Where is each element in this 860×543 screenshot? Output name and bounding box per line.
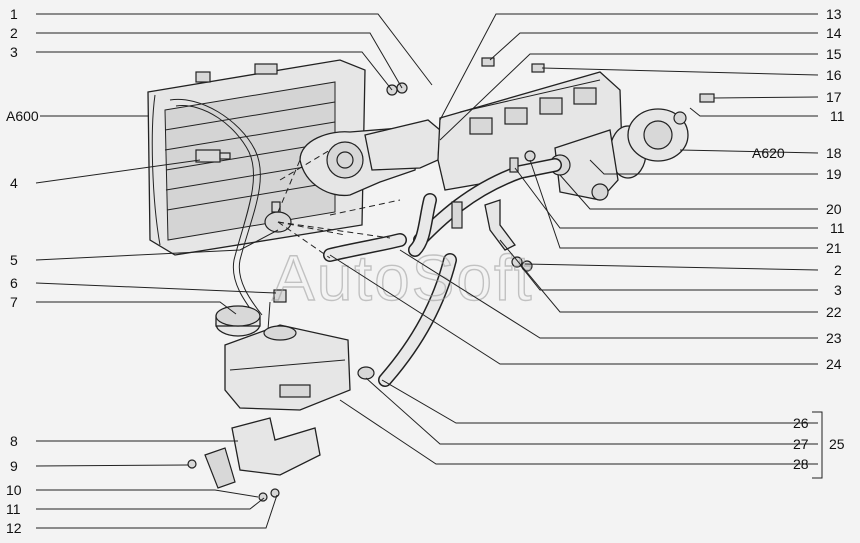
coolant-pipe	[408, 158, 562, 257]
callout-19: 19	[826, 166, 842, 182]
expansion-tank	[224, 324, 351, 411]
callout-22: 22	[826, 304, 842, 320]
callout-4: 4	[10, 175, 18, 191]
callout-9: 9	[10, 458, 18, 474]
radiator-a600	[147, 59, 366, 256]
callout-6: 6	[10, 275, 18, 291]
callout-a620: A620	[752, 145, 785, 161]
callout-17: 17	[826, 89, 842, 105]
callout-11-a: 11	[830, 108, 845, 124]
callout-16: 16	[826, 67, 842, 83]
radiator-hose	[169, 98, 263, 319]
callout-11-b: 11	[830, 220, 845, 236]
callout-14: 14	[826, 25, 842, 41]
callout-28: 28	[793, 456, 809, 472]
callout-2-right: 2	[834, 262, 842, 278]
callout-18: 18	[826, 145, 842, 161]
reservoir-cap	[215, 305, 261, 337]
water-pump-a620	[609, 93, 715, 179]
callout-21: 21	[826, 240, 842, 256]
callout-24: 24	[826, 356, 842, 372]
callout-2: 2	[10, 25, 18, 41]
callout-a600: A600	[6, 108, 39, 124]
callout-26: 26	[793, 415, 809, 431]
temperature-sensor	[195, 149, 231, 163]
callout-12: 12	[6, 520, 22, 536]
fitting	[267, 289, 287, 331]
callout-13: 13	[826, 6, 842, 22]
watermark: AutoSoft	[272, 242, 534, 314]
callout-8: 8	[10, 433, 18, 449]
callouts-right: 13 14 15 16 17 11 A620 18 19 20 11 21 2 …	[752, 6, 845, 472]
bolts-washers	[187, 57, 545, 502]
callout-20: 20	[826, 201, 842, 217]
assembly-lines	[277, 149, 401, 259]
callout-10: 10	[6, 482, 22, 498]
callout-1: 1	[10, 6, 18, 22]
bracket	[484, 199, 516, 251]
callout-11-left: 11	[6, 501, 21, 517]
callout-5: 5	[10, 252, 18, 268]
leader-lines	[35, 13, 823, 529]
callout-23: 23	[826, 330, 842, 346]
tank-bracket	[204, 417, 321, 489]
callout-15: 15	[826, 46, 842, 62]
callouts-left: 1 2 3 A600 4 5 6 7 8 9 10 11 12	[6, 6, 39, 536]
thermostat-housing	[299, 119, 441, 197]
hose-24	[378, 253, 457, 387]
callout-7: 7	[10, 294, 18, 310]
callout-25: 25	[829, 436, 845, 452]
callout-3-right: 3	[834, 282, 842, 298]
hose-23	[323, 233, 407, 262]
callout-27: 27	[793, 436, 809, 452]
callout-3: 3	[10, 44, 18, 60]
